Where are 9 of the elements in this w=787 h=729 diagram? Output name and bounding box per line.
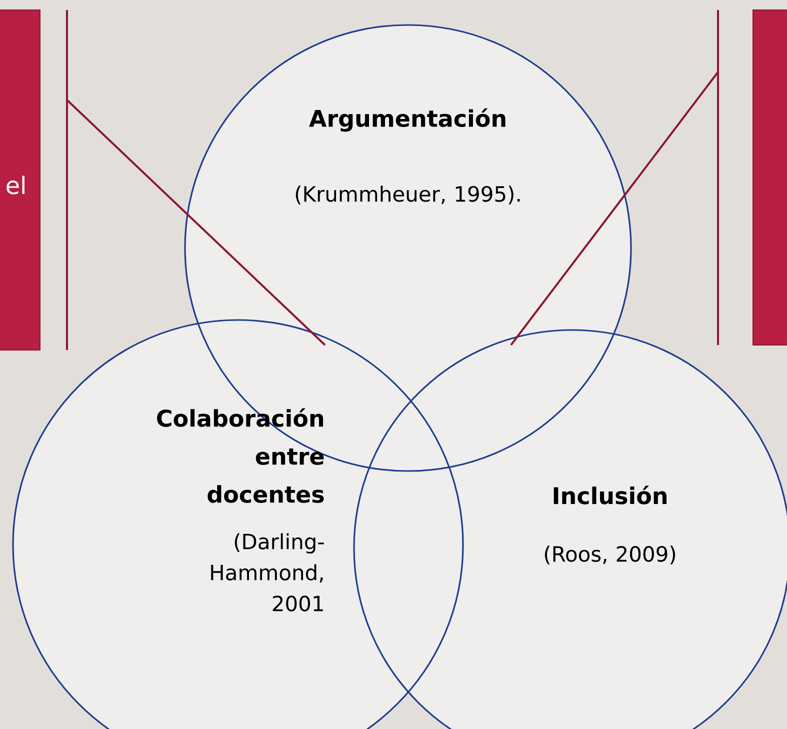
leader-line — [510, 71, 719, 346]
circle-heading: Inclusión — [554, 486, 667, 504]
leader-line — [66, 99, 326, 346]
citation-text: (Darling-Hammond, 2001 — [211, 533, 324, 612]
side-panel — [752, 10, 787, 346]
citation-text: (Krummheuer, 1995). — [296, 186, 520, 204]
side-panel: el — [0, 10, 40, 350]
citation-text: (Roos, 2009) — [544, 546, 676, 564]
circle-heading: Argumentación — [309, 108, 506, 132]
